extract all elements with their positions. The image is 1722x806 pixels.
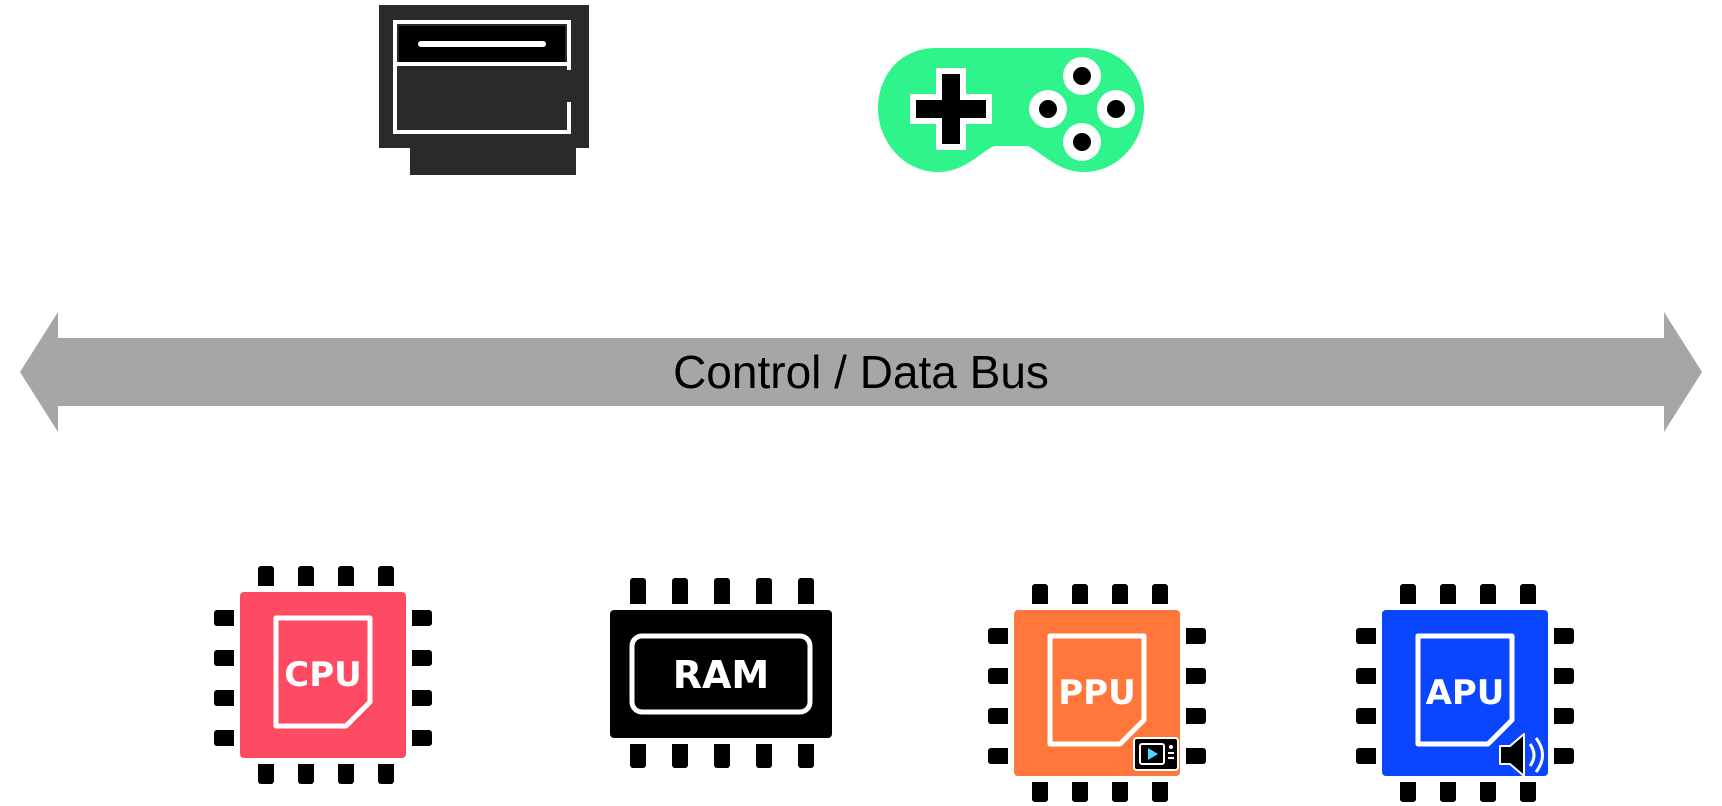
cpu-label: CPU bbox=[284, 655, 361, 695]
ram-chip: RAM bbox=[602, 574, 840, 774]
control-data-bus: Control / Data Bus bbox=[18, 310, 1704, 434]
controller bbox=[866, 36, 1156, 184]
double-arrow-icon: Control / Data Bus bbox=[20, 312, 1702, 432]
buttons-icon bbox=[1029, 57, 1135, 161]
cartridge-icon bbox=[375, 1, 593, 179]
cpu-chip: CPU bbox=[210, 562, 436, 788]
apu-chip: APU bbox=[1352, 580, 1578, 806]
bus-label: Control / Data Bus bbox=[673, 346, 1049, 398]
cpu-chip-icon: CPU bbox=[214, 566, 432, 784]
apu-chip-icon: APU bbox=[1356, 584, 1574, 802]
ppu-chip-icon: PPU bbox=[988, 584, 1206, 802]
gamepad-icon bbox=[870, 40, 1152, 180]
ppu-chip: PPU bbox=[984, 580, 1210, 806]
dpad-icon bbox=[910, 68, 992, 150]
cartridge bbox=[368, 0, 600, 184]
apu-label: APU bbox=[1426, 673, 1505, 713]
video-monitor-icon bbox=[1133, 737, 1179, 771]
ram-label: RAM bbox=[673, 653, 769, 697]
ram-chip-icon: RAM bbox=[604, 578, 838, 768]
speaker-icon bbox=[1499, 733, 1544, 777]
ppu-label: PPU bbox=[1058, 673, 1135, 713]
